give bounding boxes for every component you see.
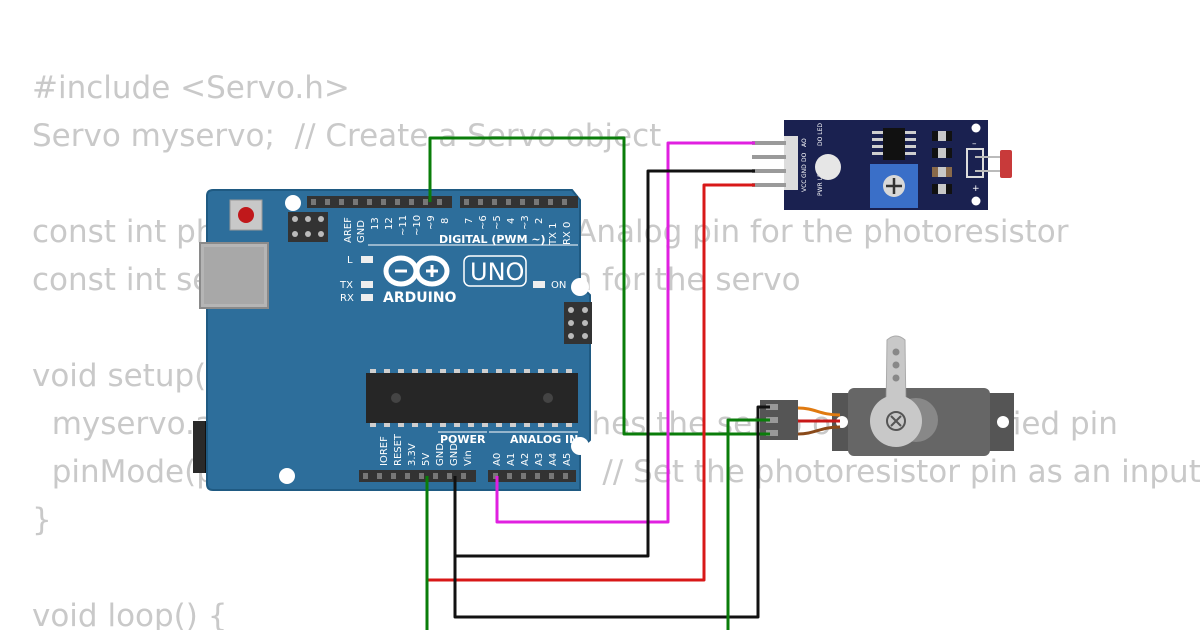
led-indicator xyxy=(815,154,841,180)
minus-label: – xyxy=(972,139,977,149)
board-model: UNO xyxy=(470,258,524,286)
wire-photoresistor-signal[interactable] xyxy=(495,141,755,524)
pin-label: A0 xyxy=(492,453,503,466)
code-line: void loop() { xyxy=(32,598,228,630)
pin-label: VCC xyxy=(801,180,808,192)
pin-label: RESET xyxy=(393,433,404,466)
led-rx xyxy=(361,294,373,301)
led-label: PWR LED xyxy=(817,168,824,196)
pin-label: 5V xyxy=(421,453,432,466)
analog-header-label: ANALOG IN xyxy=(510,433,578,446)
led-l-label: L xyxy=(347,255,353,266)
led-rx-label: RX xyxy=(340,293,354,304)
code-line: Servo myservo; // Create a Servo object xyxy=(32,118,662,154)
board-brand: ARDUINO xyxy=(383,290,457,306)
led-l xyxy=(361,256,373,263)
wire-servo-signal[interactable] xyxy=(428,136,770,436)
pin-label: A5 xyxy=(562,453,573,466)
pin-label: GND xyxy=(356,220,367,243)
pin-label: RX 0 xyxy=(562,222,573,245)
code-line: } xyxy=(32,502,52,538)
pin-label: ~5 xyxy=(492,215,503,230)
led-tx xyxy=(361,281,373,288)
pin-label: DO xyxy=(801,152,808,162)
pin-label: A4 xyxy=(548,453,559,466)
pin-label: A3 xyxy=(534,453,545,466)
pin-label: GND xyxy=(449,443,460,466)
analog-header xyxy=(488,470,576,482)
arduino-uno-board[interactable]: AREF GND 13 12 ~11 ~10 ~9 8 7 ~6 ~5 4 ~3… xyxy=(193,189,592,491)
photoresistor-module[interactable]: AO DO GND VCC DO LED PWR LED xyxy=(752,120,1012,210)
plus-label: + xyxy=(972,184,980,194)
pin-label: 8 xyxy=(440,218,451,224)
power-header-label: POWER xyxy=(440,433,486,446)
digital-header-label: DIGITAL (PWM ~) xyxy=(439,233,546,246)
code-line: #include <Servo.h> xyxy=(32,70,350,106)
pin-label: 3.3V xyxy=(407,443,418,466)
icsp-header-right xyxy=(564,302,592,344)
pin-label: A2 xyxy=(520,453,531,466)
pin-label: 13 xyxy=(370,217,381,230)
digital-header-right xyxy=(460,196,578,208)
icsp-header-top xyxy=(288,212,328,242)
power-header xyxy=(359,470,476,482)
pin-label: IOREF xyxy=(379,436,390,466)
servo-motor[interactable] xyxy=(760,335,1014,456)
atmega-chip xyxy=(366,369,578,427)
pin-label: AREF xyxy=(343,217,354,243)
led-on-label: ON xyxy=(551,280,566,291)
digital-pin-labels: AREF GND 13 12 ~11 ~10 ~9 8 7 ~6 ~5 4 ~3… xyxy=(343,215,573,246)
pin-label: ~9 xyxy=(426,215,437,230)
led-label: DO LED xyxy=(817,123,824,146)
arduino-logo xyxy=(383,255,450,287)
pin-label: Vin xyxy=(463,450,474,466)
pin-label: ~3 xyxy=(520,215,531,230)
pin-label: TX 1 xyxy=(548,223,559,247)
module-pin-labels: AO DO GND VCC xyxy=(801,138,808,192)
pin-label: 12 xyxy=(384,217,395,230)
power-pin-labels: IOREF RESET 3.3V 5V GND GND Vin xyxy=(379,433,474,466)
pin-label: 2 xyxy=(534,218,545,224)
pin-label: 4 xyxy=(506,218,517,224)
pin-label: A1 xyxy=(506,453,517,466)
pin-label: 7 xyxy=(464,218,475,224)
pin-label: ~6 xyxy=(478,215,489,230)
pin-label: ~11 xyxy=(398,215,409,236)
wire-servo-ground[interactable] xyxy=(453,405,770,619)
wire-servo-power[interactable] xyxy=(726,418,770,630)
analog-pin-labels: A0 A1 A2 A3 A4 A5 xyxy=(492,453,573,466)
pin-label: GND xyxy=(801,164,808,178)
pin-label: ~10 xyxy=(412,215,423,236)
photoresistor[interactable] xyxy=(1000,150,1012,178)
pin-label: GND xyxy=(435,443,446,466)
led-tx-label: TX xyxy=(339,280,353,291)
led-on xyxy=(533,281,545,288)
pin-label: AO xyxy=(801,138,808,147)
